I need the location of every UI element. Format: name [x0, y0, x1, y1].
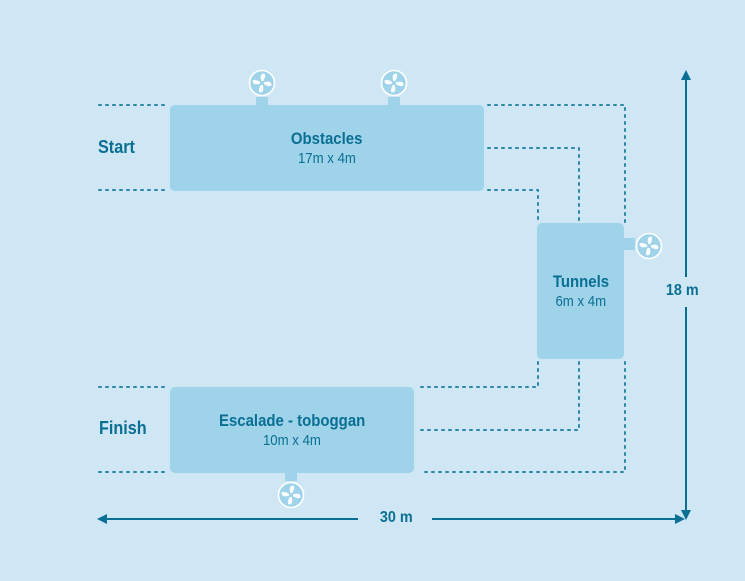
escalade-zone: Escalade - toboggan 10m x 4m [170, 387, 414, 473]
middle-lane-top [487, 147, 580, 223]
tunnels-zone: Tunnels 6m x 4m [537, 223, 624, 359]
tunnels-zone-name: Tunnels [552, 272, 609, 291]
finish-label: Finish [99, 418, 147, 438]
middle-lane-bottom [419, 361, 580, 431]
fan-icon [277, 481, 305, 509]
dotted-lanes [98, 104, 626, 473]
connector-stubs [256, 97, 635, 481]
obstacles-zone: Obstacles 17m x 4m [170, 105, 484, 191]
escalade-zone-name: Escalade - toboggan [218, 411, 366, 430]
outer-lane-bottom [419, 361, 626, 473]
start-label: Start [98, 137, 135, 157]
escalade-zone-size: 10m x 4m [263, 432, 321, 449]
outer-lane-top [487, 104, 626, 223]
obstacles-zone-size: 17m x 4m [298, 150, 356, 167]
fan-icon [635, 232, 663, 260]
tunnels-zone-size: 6m x 4m [555, 293, 606, 310]
width-dimension-label: 30 m [379, 509, 413, 526]
fan-icon [248, 69, 276, 97]
fan-icon [380, 69, 408, 97]
inner-lane-top [487, 189, 539, 223]
height-dimension-label: 18 m [665, 282, 699, 299]
obstacles-zone-name: Obstacles [291, 129, 363, 148]
inner-lane-bottom [419, 361, 539, 388]
